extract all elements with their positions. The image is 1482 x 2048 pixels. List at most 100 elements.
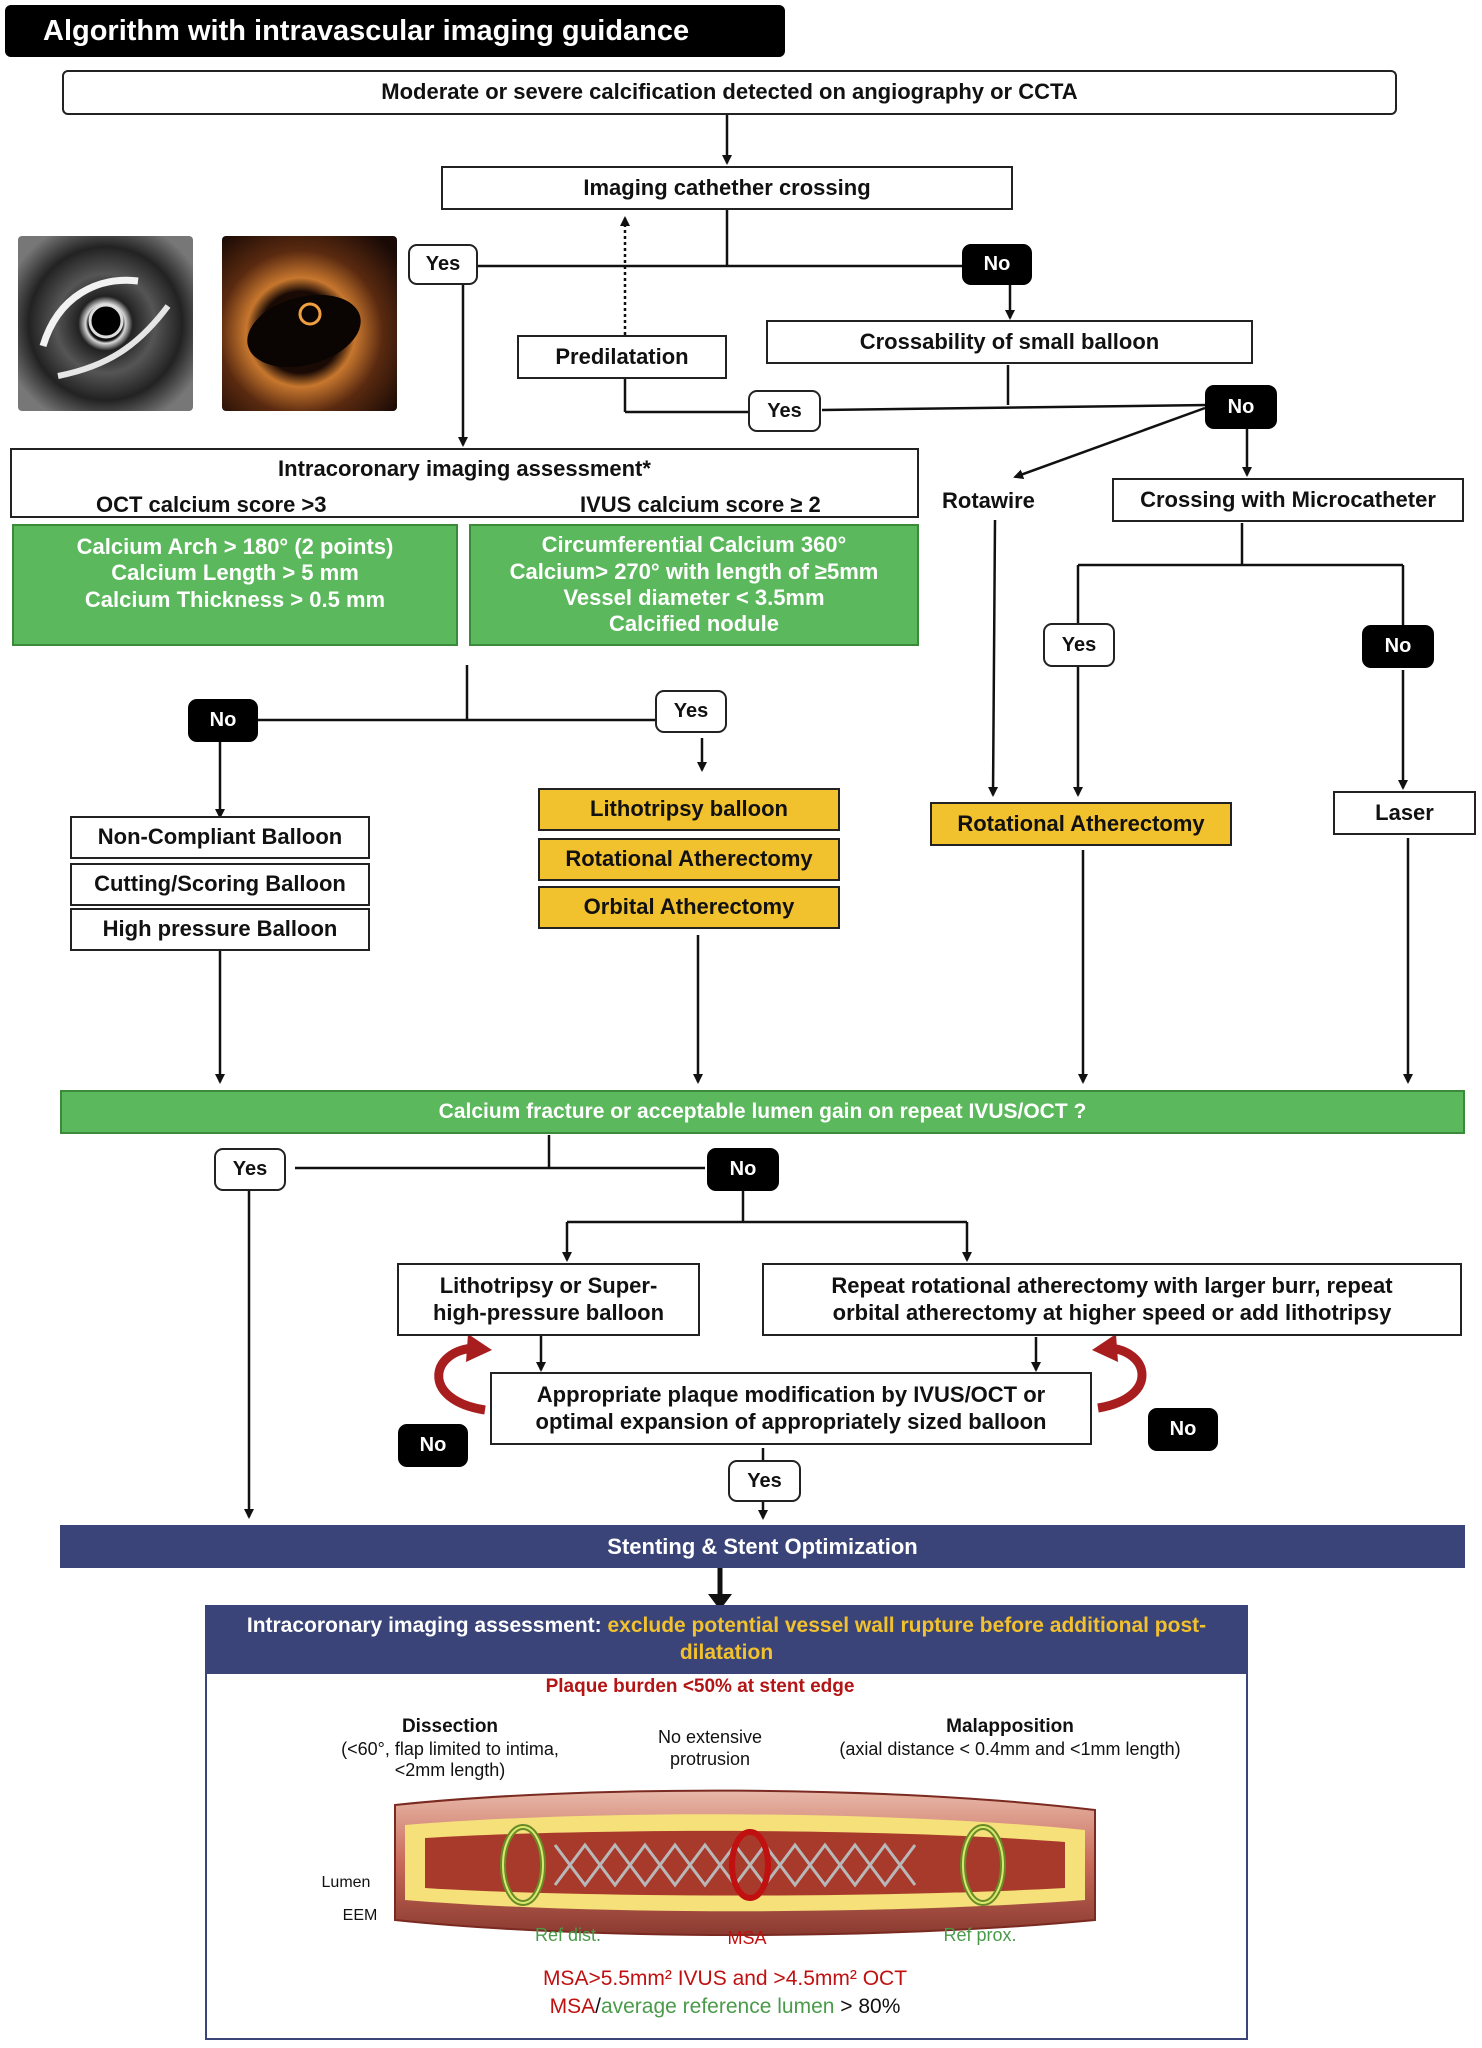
orbital-atherectomy: Orbital Atherectomy [538,886,840,929]
ref-dist-label: Ref dist. [534,1925,602,1945]
laser-box: Laser [1333,791,1476,835]
ivus-criterion: Circumferential Calcium 360° [541,532,847,558]
ivus-image-art [39,276,171,379]
msa-formula-2: MSA/average reference lumen > 80% [400,1994,1050,2019]
lithotripsy-super-line: high-pressure balloon [432,1299,665,1325]
protrusion-line: No extensive [657,1727,763,1747]
yes-text: Yes [1061,633,1097,656]
no-pill-crossing: No [962,244,1032,285]
oct-criteria-box: Calcium Arch > 180° (2 points) Calcium L… [12,524,458,646]
no-pill-assessment: No [188,699,258,742]
start-box: Moderate or severe calcification detecte… [62,70,1397,115]
stenting-text: Stenting & Stent Optimization [607,1533,918,1559]
repeat-rotational-box: Repeat rotational atherectomy with large… [762,1263,1462,1336]
page-title: Algorithm with intravascular imaging gui… [5,5,785,57]
stenting-bar: Stenting & Stent Optimization [60,1525,1465,1568]
fracture-check-box: Calcium fracture or acceptable lumen gai… [60,1090,1465,1134]
oct-criterion: Calcium Thickness > 0.5 mm [84,586,386,612]
lithotripsy-super-box: Lithotripsy or Super- high-pressure ball… [397,1263,700,1336]
no-text: No [1384,635,1412,657]
assessment-box: Intracoronary imaging assessment* OCT ca… [10,448,919,518]
repeat-rotational-line: orbital atherectomy at higher speed or a… [832,1299,1392,1325]
yes-pill-microcatheter: Yes [1043,623,1115,667]
malapposition-detail: (axial distance < 0.4mm and <1mm length) [839,1738,1181,1759]
yes-pill-fracture: Yes [214,1148,286,1191]
formula-msa: MSA [549,1995,596,2018]
protrusion-label: No extensive protrusion [625,1727,795,1770]
dissection-label: Dissection (<60°, flap limited to intima… [320,1716,580,1782]
atherectomy-text: Lithotripsy balloon [590,796,788,822]
balloon-text: Non-Compliant Balloon [97,824,343,850]
malapposition-label: Malapposition (axial distance < 0.4mm an… [815,1716,1205,1760]
assessment-title: Intracoronary imaging assessment* [278,456,651,481]
page-title-text: Algorithm with intravascular imaging gui… [43,14,690,47]
oct-image-art [247,294,361,368]
yes-pill-plaque: Yes [728,1460,801,1502]
protrusion-line: protrusion [669,1748,751,1769]
dissection-detail: <2mm length) [394,1760,506,1781]
small-balloon-box: Crossability of small balloon [766,320,1253,364]
ivus-criterion: Vessel diameter < 3.5mm [563,585,825,610]
imaging-crossing-text: Imaging cathether crossing [583,174,871,200]
no-pill-fracture: No [707,1148,779,1191]
yes-text: Yes [673,700,709,722]
high-pressure-balloon: High pressure Balloon [70,908,370,951]
no-pill-microcatheter: No [1362,625,1434,668]
small-balloon-text: Crossability of small balloon [859,328,1160,354]
predilatation-text: Predilatation [555,343,689,369]
yes-text: Yes [747,1469,782,1492]
ref-prox-label: Ref prox. [943,1925,1017,1945]
cutting-scoring-balloon: Cutting/Scoring Balloon [70,863,370,906]
yes-text: Yes [767,399,802,422]
yes-text: Yes [425,253,461,275]
oct-image [222,236,397,411]
imaging-crossing-box: Imaging cathether crossing [441,166,1013,210]
formula-threshold: > 80% [834,1995,901,2018]
final-prefix: Intracoronary imaging assessment: [246,1614,602,1637]
no-pill-loop-right: No [1148,1408,1218,1451]
final-highlight: exclude potential vessel wall rupture be… [607,1614,1207,1664]
malapposition-title: Malapposition [946,1716,1074,1737]
no-pill-balloon: No [1205,385,1277,429]
oct-criterion: Calcium Arch > 180° (2 points) [76,534,394,559]
microcatheter-text: Crossing with Microcatheter [1140,486,1436,512]
dissection-title: Dissection [401,1716,499,1737]
no-text: No [419,1434,447,1456]
ivus-criteria-box: Circumferential Calcium 360° Calcium> 27… [469,524,919,646]
atherectomy-text: Rotational Atherectomy [565,846,813,872]
oct-score: OCT calcium score >3 [96,492,327,517]
lithotripsy-balloon: Lithotripsy balloon [538,788,840,831]
repeat-rotational-line: Repeat rotational atherectomy with large… [831,1273,1393,1299]
rotawire-label: Rotawire [942,488,1035,514]
laser-text: Laser [1375,799,1434,825]
plaque-burden-label: Plaque burden <50% at stent edge [545,1676,855,1697]
ivus-criterion: Calcified nodule [609,611,779,637]
vessel-illustration [394,1789,1096,1936]
plaque-modification-line: Appropriate plaque modification by IVUS/… [536,1382,1046,1408]
rotational-atherectomy-a: Rotational Atherectomy [538,838,840,881]
predilatation-box: Predilatation [517,335,727,379]
ivus-criterion: Calcium> 270° with length of ≥5mm [509,558,879,584]
no-text: No [729,1158,757,1180]
oct-criterion: Calcium Length > 5 mm [111,560,359,586]
no-text: No [983,253,1011,275]
rotational-text: Rotational Atherectomy [957,810,1205,836]
plaque-modification-box: Appropriate plaque modification by IVUS/… [490,1372,1092,1445]
no-text: No [209,709,237,731]
microcatheter-box: Crossing with Microcatheter [1112,478,1464,522]
balloon-text: High pressure Balloon [102,916,338,942]
no-pill-loop-left: No [398,1424,468,1467]
non-compliant-balloon: Non-Compliant Balloon [70,816,370,859]
yes-pill-balloon: Yes [748,390,821,432]
eem-label: EEM [342,1907,378,1924]
ivus-score: IVUS calcium score ≥ 2 [580,492,821,517]
yes-text: Yes [232,1158,268,1180]
plaque-modification-line: optimal expansion of appropriately sized… [535,1408,1047,1434]
formula-slash: / [595,1995,601,2018]
no-text: No [1227,395,1255,418]
fracture-check-text: Calcium fracture or acceptable lumen gai… [438,1100,1087,1124]
lumen-label: Lumen [321,1874,371,1891]
rotational-atherectomy-b: Rotational Atherectomy [930,802,1232,846]
ivus-image [18,236,193,411]
